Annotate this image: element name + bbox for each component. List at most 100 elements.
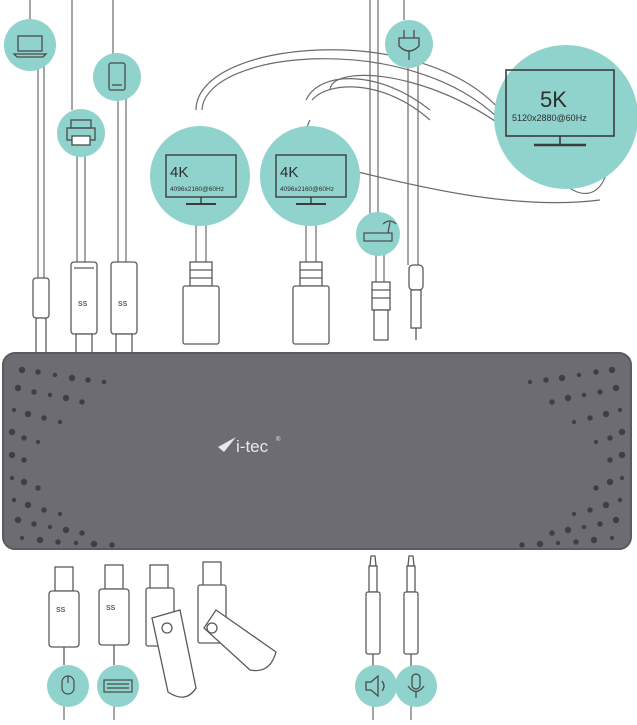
vent-hole bbox=[558, 374, 566, 382]
monitor-b-label: 4K bbox=[280, 164, 298, 181]
vent-hole bbox=[519, 542, 525, 548]
monitor-b-spec: 4096x2160@60Hz bbox=[280, 186, 334, 193]
usb-ss-marks-bottom: SS SS bbox=[56, 605, 116, 614]
microphone-icon bbox=[407, 673, 425, 698]
monitor-c-icon: 5K 5120x2880@60Hz bbox=[505, 69, 615, 147]
usb-flash-drive-1 bbox=[145, 564, 197, 698]
mouse-icon bbox=[61, 675, 75, 695]
ss-mark-mouse: SS bbox=[56, 607, 66, 614]
monitor-a-spec: 4096x2160@60Hz bbox=[170, 186, 224, 193]
vent-hole bbox=[581, 524, 587, 530]
vent-hole bbox=[18, 366, 26, 374]
vent-hole bbox=[597, 521, 603, 527]
vent-hole bbox=[617, 497, 623, 503]
vent-hole bbox=[555, 540, 561, 546]
router-device bbox=[356, 212, 400, 256]
vent-hole bbox=[581, 392, 587, 398]
router-icon bbox=[363, 220, 397, 242]
usb-c-plug bbox=[32, 277, 50, 355]
power-plug-device bbox=[385, 20, 433, 68]
vent-hole bbox=[527, 379, 533, 385]
vent-hole bbox=[606, 478, 614, 486]
laptop-device bbox=[4, 19, 56, 71]
vent-hole bbox=[55, 539, 61, 545]
vent-hole bbox=[608, 366, 616, 374]
rj45-plug bbox=[371, 281, 391, 341]
vent-hole bbox=[618, 428, 626, 436]
vent-hole bbox=[617, 407, 623, 413]
vent-hole bbox=[602, 501, 610, 509]
vent-hole bbox=[35, 369, 41, 375]
vent-hole bbox=[68, 374, 76, 382]
vent-hole bbox=[62, 526, 70, 534]
vent-hole bbox=[8, 428, 16, 436]
monitor-b-cable bbox=[305, 222, 317, 262]
vent-hole bbox=[576, 372, 582, 378]
vent-hole bbox=[24, 410, 32, 418]
monitor-a-cable bbox=[195, 222, 207, 262]
keyboard-icon bbox=[103, 679, 133, 693]
monitor-c-device: 5K 5120x2880@60Hz bbox=[494, 45, 637, 189]
vent-hole bbox=[101, 379, 107, 385]
monitor-a-icon: 4K 4096x2160@60Hz bbox=[165, 154, 237, 205]
monitor-c-spec: 5120x2880@60Hz bbox=[512, 113, 587, 123]
vent-hole bbox=[19, 535, 25, 541]
vent-hole bbox=[607, 457, 613, 463]
vent-hole bbox=[47, 392, 53, 398]
monitor-b-device: 4K 4096x2160@60Hz bbox=[260, 126, 360, 226]
usb-flash-drive-2 bbox=[197, 561, 277, 672]
vent-hole bbox=[618, 451, 626, 459]
vent-hole bbox=[31, 521, 37, 527]
vent-hole bbox=[573, 539, 579, 545]
vent-hole bbox=[90, 540, 98, 548]
phone-cable bbox=[112, 0, 119, 262]
vent-hole bbox=[47, 524, 53, 530]
power-plug-icon bbox=[398, 30, 420, 60]
vent-hole bbox=[549, 399, 555, 405]
vent-hole bbox=[536, 540, 544, 548]
vent-hole bbox=[9, 475, 15, 481]
vent-hole bbox=[57, 511, 63, 517]
vent-hole bbox=[564, 394, 572, 402]
vent-hole bbox=[543, 377, 549, 383]
vent-hole bbox=[593, 369, 599, 375]
vent-hole bbox=[602, 410, 610, 418]
vent-hole bbox=[41, 507, 47, 513]
vent-hole bbox=[564, 526, 572, 534]
vent-hole bbox=[609, 535, 615, 541]
vent-hole bbox=[593, 439, 599, 445]
vent-hole bbox=[62, 394, 70, 402]
vent-hole bbox=[36, 536, 44, 544]
smartphone-device bbox=[93, 53, 141, 101]
vent-hole bbox=[52, 372, 58, 378]
brand-logo-text: i-tec bbox=[236, 437, 269, 456]
vent-hole bbox=[11, 407, 17, 413]
vent-hole bbox=[21, 457, 27, 463]
displayport-plug-a bbox=[182, 261, 220, 345]
vent-hole bbox=[20, 478, 28, 486]
vent-hole bbox=[587, 415, 593, 421]
speaker-device bbox=[355, 665, 397, 707]
smartphone-icon bbox=[108, 62, 126, 91]
top-connectors bbox=[32, 261, 424, 355]
audio-jack-microphone bbox=[403, 555, 419, 668]
audio-jack-speaker bbox=[365, 555, 381, 668]
brand-trademark: ® bbox=[276, 436, 281, 443]
vent-hole bbox=[41, 415, 47, 421]
vent-hole bbox=[571, 511, 577, 517]
vent-hole bbox=[597, 389, 603, 395]
printer-icon bbox=[66, 119, 96, 146]
usb-a-plug-phone bbox=[110, 261, 138, 355]
vent-hole bbox=[14, 516, 22, 524]
power-cable bbox=[403, 0, 419, 265]
ss-mark-keyboard: SS bbox=[106, 605, 116, 612]
ss-mark-phone: SS bbox=[118, 301, 128, 308]
vent-hole bbox=[14, 384, 22, 392]
usb-a-plug-mouse bbox=[48, 566, 80, 665]
dc-power-plug bbox=[408, 264, 424, 340]
monitor-b-icon: 4K 4096x2160@60Hz bbox=[275, 154, 347, 205]
vent-hole bbox=[85, 377, 91, 383]
vent-hole bbox=[24, 501, 32, 509]
laptop-icon bbox=[12, 35, 48, 58]
